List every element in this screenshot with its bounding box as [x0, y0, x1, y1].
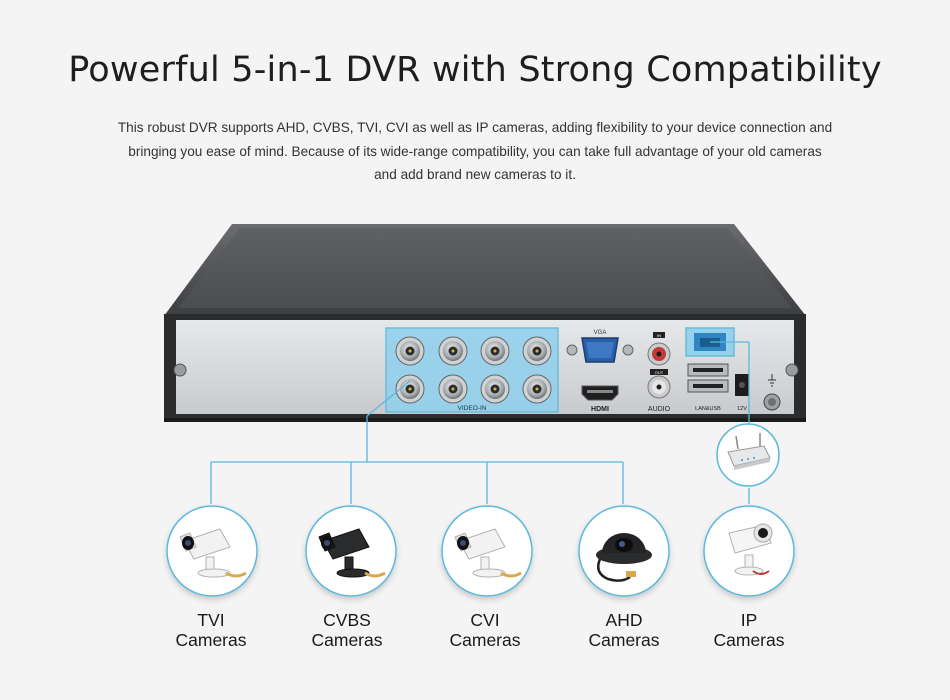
- camera-circle: [578, 505, 670, 597]
- router-icon: [727, 433, 771, 470]
- dome-camera-icon: [596, 533, 652, 582]
- camera-type: TVI: [197, 610, 225, 630]
- camera-label-ip: IP Cameras: [679, 610, 819, 650]
- lan-usb-label: LAN&USB: [695, 406, 721, 412]
- bullet-camera-icon: [179, 528, 247, 578]
- camera-circle: [166, 505, 258, 597]
- camera-suffix: Cameras: [311, 630, 383, 650]
- camera-circle: [441, 505, 533, 597]
- bnc-connector-icon: [395, 336, 425, 366]
- power-label: 12V: [737, 406, 747, 412]
- camera-circle-group: [166, 505, 795, 597]
- bnc-connector-icon: [438, 374, 468, 404]
- bullet-camera-icon: [454, 528, 522, 578]
- screw-icon: [173, 363, 187, 377]
- camera-label-cvi: CVI Cameras: [415, 610, 555, 650]
- audio-label: AUDIO: [648, 406, 671, 413]
- hdmi-port-icon: [581, 385, 619, 401]
- hdmi-label: HDMI: [591, 406, 609, 413]
- camera-type: CVBS: [323, 610, 371, 630]
- black-bullet-camera-icon: [318, 528, 386, 578]
- bnc-connector-group: [395, 336, 552, 404]
- audio-in-label: IN: [657, 333, 661, 338]
- usb-port-icon: [687, 363, 729, 393]
- audio-in-port-icon: [647, 342, 671, 366]
- camera-circle: [703, 505, 795, 597]
- camera-suffix: Cameras: [713, 630, 785, 650]
- bnc-connector-icon: [438, 336, 468, 366]
- bnc-connector-icon: [522, 336, 552, 366]
- camera-circle: [305, 505, 397, 597]
- ground-terminal-icon: [763, 374, 781, 411]
- camera-label-ahd: AHD Cameras: [554, 610, 694, 650]
- bnc-connector-icon: [480, 374, 510, 404]
- camera-type: IP: [740, 610, 758, 630]
- vga-port-icon: [566, 337, 634, 363]
- audio-out-port-icon: [647, 375, 671, 399]
- camera-suffix: Cameras: [449, 630, 521, 650]
- power-port-icon: [735, 374, 749, 396]
- page-title: Powerful 5-in-1 DVR with Strong Compatib…: [68, 50, 882, 90]
- ip-camera-icon: [728, 523, 773, 576]
- description: This robust DVR supports AHD, CVBS, TVI,…: [80, 116, 870, 187]
- camera-type: CVI: [470, 610, 500, 630]
- camera-label-cvbs: CVBS Cameras: [277, 610, 417, 650]
- connection-lines: [210, 341, 750, 504]
- bnc-connector-icon: [395, 374, 425, 404]
- description-line: and add brand new cameras to it.: [374, 167, 576, 182]
- bnc-connector-icon: [480, 336, 510, 366]
- camera-type: AHD: [605, 610, 643, 630]
- description-line: This robust DVR supports AHD, CVBS, TVI,…: [117, 120, 833, 135]
- bnc-connector-icon: [522, 374, 552, 404]
- audio-out-label: OUT: [655, 370, 664, 375]
- camera-suffix: Cameras: [588, 630, 660, 650]
- description-line: bringing you ease of mind. Because of it…: [128, 143, 822, 159]
- vga-label: VGA: [594, 330, 607, 336]
- camera-label-tvi: TVI Cameras: [141, 610, 281, 650]
- network-switch: [716, 423, 780, 487]
- dvr-unit: VIDEO-IN VGA HDMI IN OUT AUD: [164, 224, 806, 422]
- camera-suffix: Cameras: [175, 630, 247, 650]
- video-in-label: VIDEO-IN: [458, 405, 487, 412]
- screw-icon: [785, 363, 799, 377]
